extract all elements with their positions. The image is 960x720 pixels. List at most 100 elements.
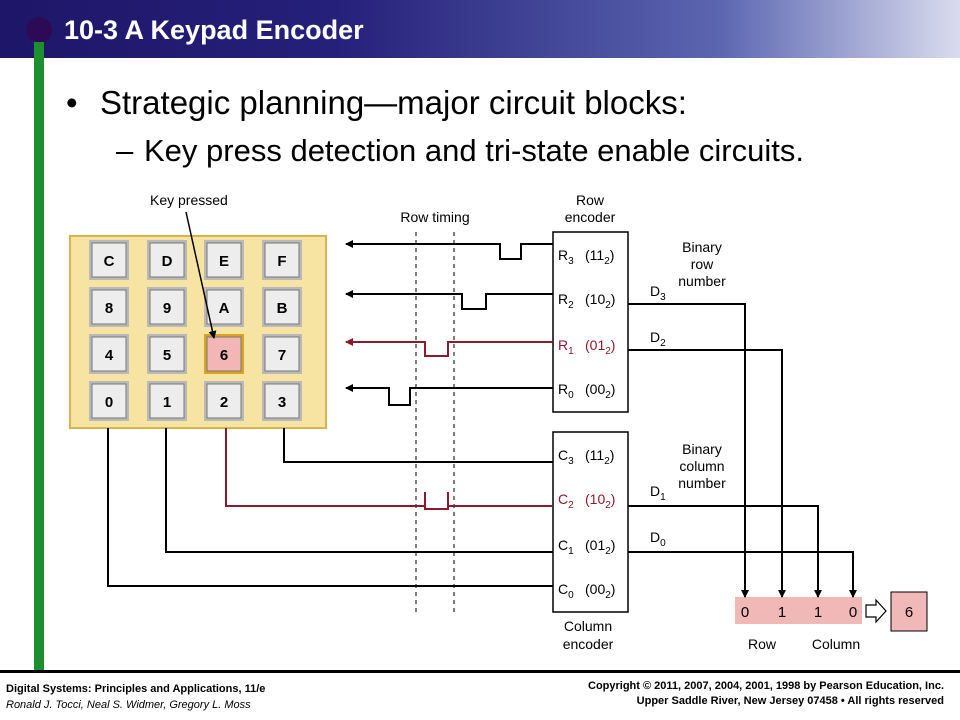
col-line-c3 (283, 428, 553, 463)
binary-row-label: row (691, 256, 714, 272)
key-2 (206, 383, 242, 419)
binary-column-label: number (678, 475, 726, 491)
wire-d1 (628, 505, 822, 598)
output-bit: 0 (741, 604, 749, 621)
column-input-code: (002) (585, 581, 615, 601)
pulse-r1 (424, 342, 449, 357)
row-input-code: (112) (585, 247, 614, 267)
column-encoder-block (552, 431, 629, 613)
key-label: 9 (163, 300, 171, 317)
key-C (91, 242, 127, 278)
footer-divider (0, 670, 960, 673)
dash-icon: – (116, 133, 134, 168)
key-1 (149, 383, 185, 419)
key-E (206, 242, 242, 278)
col-line-c2 (225, 428, 553, 507)
key-B (264, 289, 300, 325)
key-3 (264, 383, 300, 419)
output-column-label: Column (812, 636, 860, 652)
binary-column-label: column (679, 458, 724, 474)
key-F (264, 242, 300, 278)
key-5 (149, 336, 185, 372)
pulse-c2-full (424, 492, 449, 510)
row-input-code: (102) (585, 291, 615, 311)
row-timing-label: Row timing (400, 209, 469, 225)
row-input-label: R1 (558, 337, 574, 357)
row-encoder-title: encoder (565, 209, 616, 225)
row-input-label: R2 (558, 291, 574, 311)
key-label: E (219, 253, 229, 270)
accent-bar (34, 42, 44, 672)
column-input-code: (102) (585, 491, 615, 511)
output-value-box (890, 591, 928, 632)
key-pressed-pointer (185, 211, 217, 339)
output-bit: 1 (814, 604, 822, 621)
row-input-code: (002) (585, 381, 615, 401)
footer-authors: Ronald J. Tocci, Neal S. Widmer, Gregory… (6, 699, 251, 711)
column-input-code: (012) (585, 537, 615, 557)
key-4 (91, 336, 127, 372)
footer-publisher: Upper Saddle River, New Jersey 07458 • A… (636, 695, 944, 707)
column-output-d1: D1 (650, 483, 666, 503)
row-input-code: (012) (585, 337, 615, 357)
binary-row-label: Binary (682, 239, 722, 255)
title-bullet-dot (26, 17, 52, 43)
output-bits-box (735, 597, 862, 624)
key-label: 3 (278, 394, 286, 411)
row-input-label: R0 (558, 381, 574, 401)
wire-d0 (628, 551, 857, 598)
column-input-code: (112) (585, 447, 614, 467)
key-label: 4 (105, 347, 114, 364)
key-label: B (277, 300, 288, 317)
row-encoder-title: Row (576, 192, 605, 208)
output-value: 6 (905, 604, 913, 621)
column-encoder-title: encoder (563, 636, 614, 652)
key-8 (91, 289, 127, 325)
row-output-d2: D2 (650, 329, 666, 349)
footer-book-title: Digital Systems: Principles and Applicat… (6, 683, 266, 695)
key-label: 2 (220, 394, 228, 411)
binary-column-label: Binary (682, 441, 722, 457)
slide-title: 10-3 A Keypad Encoder (64, 15, 364, 45)
row-encoder-block (552, 231, 629, 413)
main-bullet-text: Strategic planning—major circuit blocks: (100, 84, 687, 121)
pulse-r2 (461, 294, 487, 310)
key-label: C (104, 253, 115, 270)
column-input-label: C0 (558, 581, 574, 601)
key-label: F (277, 253, 286, 270)
title-bar: 10-3 A Keypad Encoder (0, 0, 960, 58)
output-bit: 0 (849, 604, 857, 621)
col-line-c1 (165, 428, 553, 553)
binary-row-label: number (678, 273, 726, 289)
column-input-label: C2 (558, 491, 574, 511)
row-input-label: R3 (558, 247, 574, 267)
key-label: D (162, 253, 173, 270)
column-input-label: C3 (558, 447, 574, 467)
key-label: 0 (105, 394, 113, 411)
column-encoder-title: Column (564, 618, 612, 634)
main-bullet: • Strategic planning—major circuit blocks… (66, 84, 687, 122)
col-line-c0 (107, 428, 553, 587)
footer-copyright: Copyright © 2011, 2007, 2004, 2001, 1998… (588, 680, 944, 692)
key-label: 8 (105, 300, 113, 317)
output-row-label: Row (748, 636, 777, 652)
bullet-icon: • (66, 84, 78, 121)
pulse-r3 (499, 244, 522, 260)
key-pressed-label: Key pressed (150, 192, 228, 208)
key-label: 6 (220, 347, 228, 364)
output-arrow-icon (865, 598, 887, 624)
pulse-r0 (388, 388, 411, 406)
key-label: 7 (278, 347, 286, 364)
key-D (149, 242, 185, 278)
key-9 (149, 289, 185, 325)
column-output-d0: D0 (650, 529, 666, 549)
sub-bullet: –Key press detection and tri-state enabl… (116, 133, 804, 169)
key-6 (206, 336, 242, 372)
output-bit: 1 (778, 604, 786, 621)
row-output-d3: D3 (650, 283, 666, 303)
key-label: A (219, 300, 230, 317)
key-label: 1 (163, 394, 171, 411)
key-7 (264, 336, 300, 372)
wire-d3 (628, 303, 749, 598)
